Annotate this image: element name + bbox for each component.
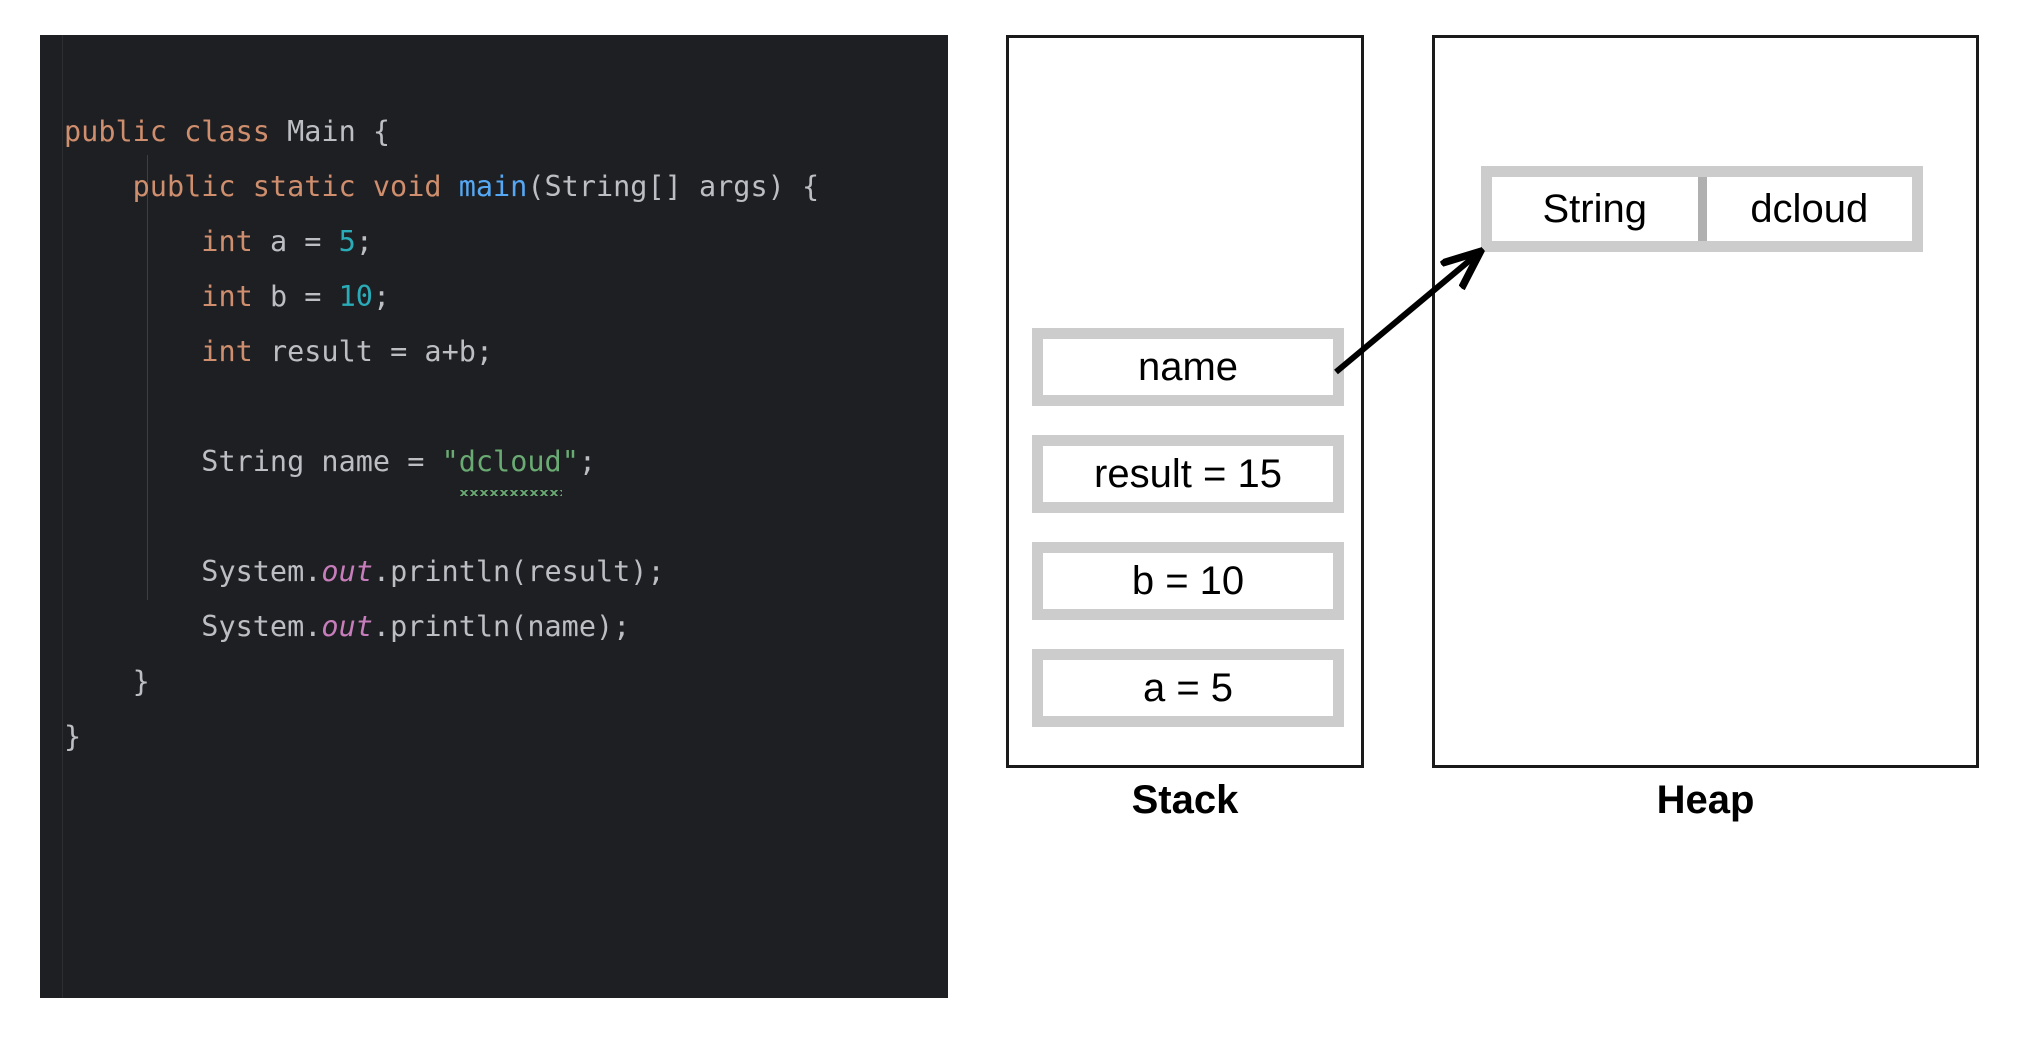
token-keyword-static: static (252, 170, 356, 203)
token-brace-close: } (64, 720, 82, 753)
token-type-string: String (201, 445, 305, 478)
token-string-literal-dcloud: dcloud (458, 434, 562, 496)
code-line: int a = 5; (64, 214, 948, 269)
heap-object-divider (1697, 177, 1707, 241)
editor-gutter (40, 35, 63, 998)
token-type-main: Main (287, 115, 356, 148)
token-arg-name: name (527, 610, 596, 643)
token-field-out: out (321, 555, 373, 588)
token-keyword-int: int (201, 225, 253, 258)
token-assign: = (304, 280, 322, 313)
token-type-string: String (544, 170, 648, 203)
token-expression-a-plus-b: a+b (424, 335, 476, 368)
stack-frame-result[interactable]: result = 15 (1032, 435, 1344, 513)
code-editor-panel[interactable]: public class Main { public static void m… (40, 35, 948, 998)
code-line: int b = 10; (64, 269, 948, 324)
token-keyword-class: class (184, 115, 270, 148)
token-var-a: a (269, 225, 288, 258)
code-line-blank (64, 379, 948, 434)
stack-frame-b[interactable]: b = 10 (1032, 542, 1344, 620)
token-keyword-void: void (372, 170, 442, 203)
token-semicolon: ; (355, 225, 373, 258)
token-assign: = (390, 335, 408, 368)
token-brace-open: { (801, 170, 820, 203)
code-line: System.out.println(result); (201, 555, 665, 588)
token-method-main: main (458, 170, 528, 203)
token-keyword-int: int (201, 335, 253, 368)
code-line-blank (64, 489, 948, 544)
code-line: } (64, 654, 948, 709)
token-semicolon: ; (647, 555, 665, 588)
stack-label: Stack (1131, 778, 1239, 822)
code-line: int result = a+b; (64, 324, 948, 379)
token-number-5: 5 (338, 225, 356, 258)
token-field-out: out (321, 610, 373, 643)
code-line: public class Main { (64, 104, 948, 159)
token-class-system: System (201, 555, 305, 588)
reference-arrow-icon (1334, 180, 1520, 375)
token-keyword-public: public (64, 115, 167, 148)
token-param-args: args (698, 170, 768, 203)
token-number-10: 10 (338, 280, 373, 313)
code-line: System.out.println(name); (201, 610, 631, 643)
code-line: } (64, 709, 948, 764)
token-keyword-int: int (201, 280, 253, 313)
token-semicolon: ; (475, 335, 494, 368)
token-var-b: b (269, 280, 288, 313)
token-array-brackets: [] (647, 170, 682, 203)
heap-region-box (1432, 35, 1979, 768)
token-keyword-public: public (132, 170, 236, 203)
token-assign: = (304, 225, 322, 258)
token-var-name: name (321, 445, 391, 478)
token-brace-close: } (132, 665, 150, 698)
heap-label: Heap (1656, 778, 1755, 822)
heap-object-string[interactable]: String dcloud (1481, 166, 1923, 252)
heap-object-value-field: dcloud (1706, 177, 1912, 241)
token-semicolon: ; (578, 445, 597, 478)
code-line: public static void main(String[] args) { (132, 170, 820, 203)
stack-frame-a[interactable]: a = 5 (1032, 649, 1344, 727)
heap-object-type-field: String (1492, 177, 1698, 241)
token-semicolon: ; (372, 280, 391, 313)
source-code[interactable]: public class Main { public static void m… (64, 49, 948, 874)
indent-guide-line (147, 155, 148, 600)
token-semicolon: ; (613, 610, 631, 643)
token-method-println: println (390, 555, 511, 588)
token-class-system: System (201, 610, 305, 643)
token-var-result: result (269, 335, 373, 368)
token-method-println: println (390, 610, 511, 643)
code-line: String name = "dcloud"; (64, 434, 948, 496)
stack-frame-name[interactable]: name (1032, 328, 1344, 406)
token-assign: = (407, 445, 425, 478)
token-arg-result: result (527, 555, 631, 588)
token-brace-open: { (372, 115, 391, 148)
